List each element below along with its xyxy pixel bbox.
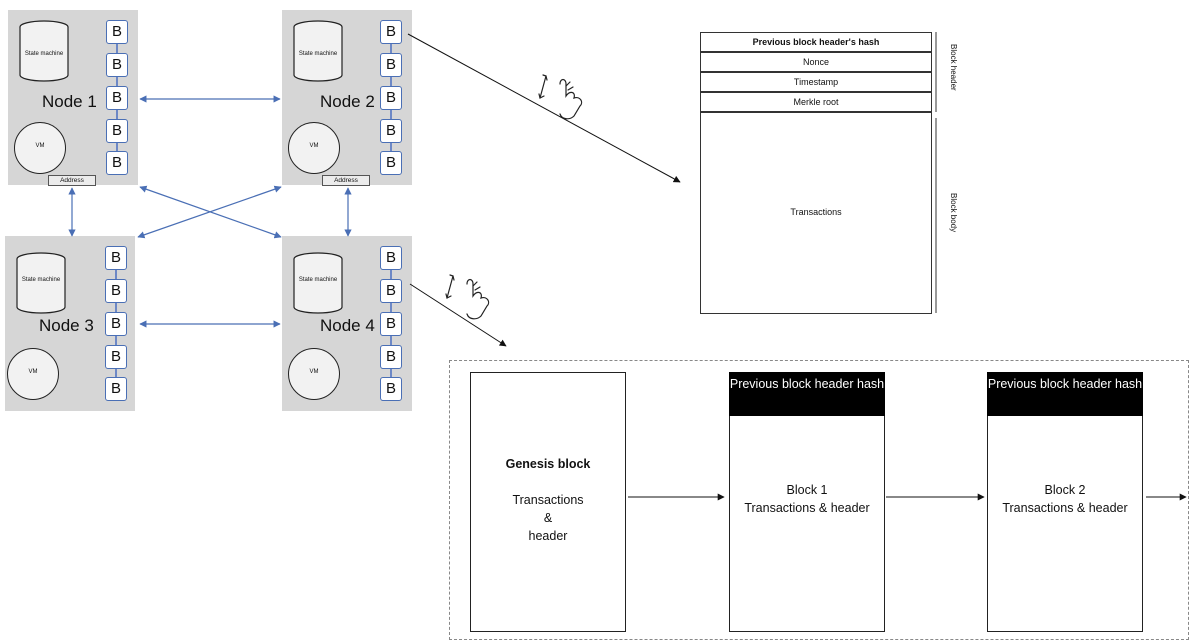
block-b: B (380, 345, 402, 369)
block-body-label: Transactions (790, 207, 842, 217)
block-b: B (380, 53, 402, 77)
block-b: B (380, 246, 402, 270)
zoom-line-chain (409, 283, 507, 347)
node-label: Node 1 (42, 92, 97, 111)
genesis-title: Genesis block (505, 457, 591, 471)
state-machine-label: State machine (298, 51, 338, 57)
block-b: B (380, 279, 402, 303)
block-b: B (105, 377, 127, 401)
block-b: B (105, 246, 127, 270)
block-b: B (380, 377, 402, 401)
genesis-line2: & (543, 511, 553, 525)
block-1: Previous block header hash Block 1 Trans… (729, 372, 885, 632)
block-2: Previous block header hash Block 2 Trans… (987, 372, 1143, 632)
state-machine-icon (16, 252, 66, 314)
node-blockchain: B B B B B (380, 246, 402, 401)
zoom-gesture-icon (445, 274, 490, 320)
node-blockchain: B B B B B (380, 20, 402, 175)
node-blockchain: B B B B B (105, 246, 127, 401)
state-machine-label: State machine (298, 277, 338, 283)
block-b: B (380, 86, 402, 110)
node-2: State machine Node 2 VM B B B B B (282, 10, 412, 185)
block-b: B (105, 312, 127, 336)
block-b: B (380, 119, 402, 143)
node-4: State machine Node 4 VM B B B B B (282, 236, 412, 411)
block-body-side-label: Block body (949, 193, 958, 233)
state-machine-icon (293, 20, 343, 82)
block-b: B (380, 20, 402, 44)
vm-label: VM (309, 369, 319, 375)
block-b: B (106, 151, 128, 175)
header-row-merkle-root: Merkle root (700, 92, 932, 112)
block-header-side-label: Block header (949, 44, 958, 91)
block-b: B (105, 279, 127, 303)
vm-label: VM (309, 143, 319, 149)
node-1: State machine Node 1 VM B B B B B (8, 10, 138, 185)
node-label: Node 2 (320, 92, 375, 111)
zoom-gesture-icon (538, 74, 583, 120)
header-row-prev-hash: Previous block header's hash (700, 32, 932, 52)
block-1-desc: Transactions & header (744, 501, 870, 515)
link-node2-node3 (137, 185, 282, 239)
block-b: B (106, 86, 128, 110)
block-b: B (105, 345, 127, 369)
block-2-header: Previous block header hash (987, 372, 1143, 416)
node-label: Node 3 (39, 316, 94, 335)
vm-label: VM (28, 369, 38, 375)
block-1-header: Previous block header hash (729, 372, 885, 416)
vm-icon: VM (14, 122, 66, 174)
genesis-line1: Transactions (512, 493, 584, 507)
block-b: B (380, 151, 402, 175)
genesis-block: Genesis block Transactions & header (470, 372, 626, 632)
genesis-line3: header (528, 529, 568, 543)
node-label: Node 4 (320, 316, 375, 335)
block-body: Transactions (700, 112, 932, 314)
header-row-nonce: Nonce (700, 52, 932, 72)
node-blockchain: B B B B B (106, 20, 128, 175)
address-label: Address (48, 175, 96, 186)
block-1-name: Block 1 (786, 483, 828, 497)
vm-label: VM (35, 143, 45, 149)
state-machine-label: State machine (24, 51, 64, 57)
block-b: B (106, 53, 128, 77)
block-2-name: Block 2 (1044, 483, 1086, 497)
zoom-line-block-structure (407, 33, 681, 183)
block-b: B (380, 312, 402, 336)
header-row-timestamp: Timestamp (700, 72, 932, 92)
vm-icon: VM (7, 348, 59, 400)
state-machine-icon (19, 20, 69, 82)
state-machine-icon (293, 252, 343, 314)
state-machine-label: State machine (21, 277, 61, 283)
address-label: Address (322, 175, 370, 186)
vm-icon: VM (288, 122, 340, 174)
node-3: State machine Node 3 VM B B B B B (5, 236, 135, 411)
block-2-desc: Transactions & header (1002, 501, 1128, 515)
block-b: B (106, 20, 128, 44)
block-b: B (106, 119, 128, 143)
vm-icon: VM (288, 348, 340, 400)
